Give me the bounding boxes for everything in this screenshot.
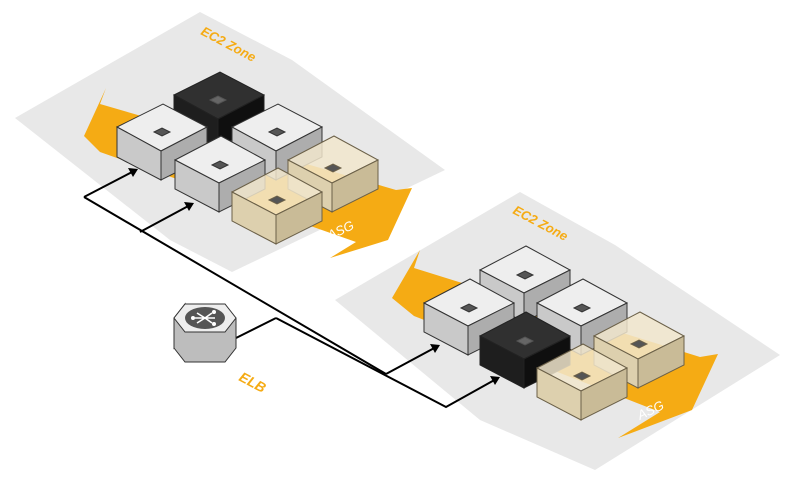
ec2-zone-1: EC2 Zone ASG (15, 12, 445, 272)
elb-node (173, 302, 237, 363)
load-balancer-icon (185, 307, 225, 329)
elb-label: ELB (237, 369, 269, 396)
instance-2-4-chip-icon (515, 336, 535, 346)
instance-1-3-chip-icon (267, 127, 287, 137)
instance-2-5-chip-icon (629, 339, 649, 349)
connector-zone1-2 (139, 203, 193, 233)
instance-1-2-chip-icon (208, 95, 228, 105)
arrowheads (128, 168, 500, 385)
instance-1-6-chip-icon (267, 195, 287, 205)
connector-zone1-1 (83, 196, 387, 375)
connector-zone2-1 (385, 345, 439, 375)
instance-1-4 (173, 135, 267, 213)
connector-zone1-1a (83, 169, 137, 198)
arrowhead-1 (128, 168, 138, 177)
instance-1-6 (230, 167, 324, 245)
instance-1-1-chip-icon (152, 127, 172, 137)
instance-2-6-chip-icon (572, 371, 592, 381)
instance-1-5-chip-icon (323, 163, 343, 173)
instance-1-4-chip-icon (210, 160, 230, 170)
arrowhead-3 (430, 344, 440, 353)
connectors (83, 169, 499, 409)
connector-main (235, 317, 277, 339)
instance-2-6 (535, 343, 629, 421)
ec2-zone-2: EC2 Zone ASG (335, 192, 780, 470)
instance-2-3-chip-icon (572, 303, 592, 313)
arrowhead-4 (490, 376, 500, 385)
arrowhead-2 (184, 202, 194, 211)
connector-zone2-2 (275, 317, 499, 409)
instance-2-2-chip-icon (515, 270, 535, 280)
instance-2-1-chip-icon (459, 303, 479, 313)
